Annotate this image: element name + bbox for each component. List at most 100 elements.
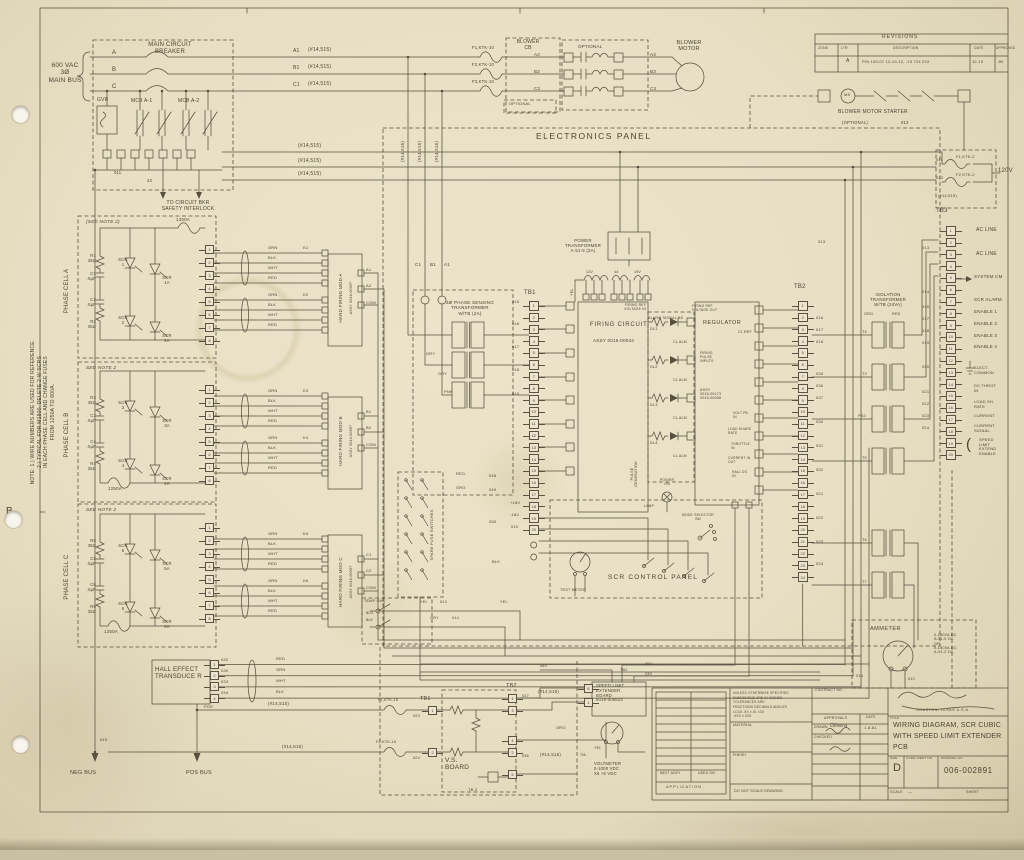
wire-label: 44 [614,270,619,274]
wire-label: 037 [816,395,824,400]
cell-b-terminals-terminal-2: 2 [199,398,220,407]
wire-label: R2 35Ω [87,319,96,329]
terminal-2: 2 [502,748,523,757]
sle-board-label: SPEED LIMIT EXTENDER BOARD 0016-005624 [596,683,625,703]
punch-hole [5,511,22,528]
wire-label: 016 [512,321,520,326]
tb1-terminal-17: 17 [523,489,544,500]
wire-label: MODE SELECTOR SW [682,513,714,521]
wire-label: DL3 [650,403,658,407]
wire-label: 034 [221,690,229,695]
wire-label: ( [966,436,972,453]
blower-circuit [407,51,705,291]
tb2-terminal-18: 18 [792,501,813,512]
wire-label: WHT [268,265,278,270]
wire-label: ENABLE 2 [974,321,998,326]
blower-motor-symbol [675,62,705,92]
vs-board-area [470,664,750,783]
tb1-terminal-14: 14 [523,454,544,464]
wire-label: 048 [489,473,497,478]
wire-label: 022 [922,401,930,406]
wire-label: ASSY 0016-00173 0016-00098 [700,388,722,401]
wire-label: FIRING REF VOLTAGE IN [624,303,646,311]
firing-circuit-label: FIRING CIRCUIT [590,322,648,328]
wire-label: 017 [512,344,520,349]
spare-fuse-switches [404,478,429,581]
wire-label: A1 [366,267,372,272]
wire-label: BLU [366,611,374,615]
size-value: D [893,762,902,774]
wire-label: SCR 6A [162,619,172,629]
wire-label: TB2 [506,683,517,689]
wire-label: (#14,515) [298,171,322,177]
wire-label: A1 [444,262,450,267]
wire-label: BLK [276,689,285,694]
wire-label: CL ALM [673,454,687,458]
terminal-1: 1 [578,698,599,707]
date-label: DATE [866,715,876,719]
wire-label: 019 [512,391,520,396]
wire-label: 12V [586,270,593,274]
junction-dots-and-arrows [91,55,972,762]
wire-label: SEE NOTE 2 [86,508,117,513]
tb3-terminal-14: 14 [940,379,961,389]
wire-label: F2,KTK-15 [376,740,397,744]
neg-bus-label: NEG BUS [70,770,97,776]
wire-label: B2 [366,425,372,430]
wire-label: 050 [645,662,652,666]
approval-signature-marks [825,727,851,752]
wire-label: 036 [522,754,529,758]
wire-label: CL ALM [673,340,687,344]
tb2-terminal-22: 22 [792,548,813,559]
wire-label: TM- [580,753,587,757]
tb2-terminal-11: 11 [792,419,813,429]
drawn-date: 1-8-81 [864,725,877,730]
wire-label: C3 [650,86,657,91]
wire-label: 15V [634,270,641,274]
power-transformer [574,151,652,303]
bottom-buses [377,596,870,681]
tb3-terminal-1: 1 [940,226,961,236]
isolation-transformer [811,239,939,649]
revisions-title: REVISIONS [882,34,919,40]
control-fuse-dashed-box [935,149,997,209]
wire-label: R1 35Ω [87,253,96,263]
wire-label: B1 [430,262,436,267]
cell-b-terminals-terminal-1: 1 [199,385,220,394]
wire-label: SCR 2A [162,333,172,343]
cell-b-terminals-terminal-8: 8 [199,476,220,485]
tb3-terminal-13: 13 [940,367,961,378]
revisions-col-date: DATE [974,46,984,50]
wire-label: 014 [452,616,459,620]
wire-label: B [112,67,117,73]
tb3-terminal-9: 9 [940,320,961,330]
vs-board-label: V.S. BOARD [445,757,470,772]
wire-label: 013 [440,600,447,604]
cell-c-terminals-terminal-8: 8 [199,614,220,623]
tb1-terminal-13: 13 [523,442,544,453]
tb1-terminal-19: 19 [523,513,544,523]
drawing-title-line1: WIRING DIAGRAM, SCR CUBIC [893,722,1002,729]
wire-label: C2 [366,568,372,573]
revisions-col-appr: APPROVED [996,46,1016,50]
cell-c-terminals-terminal-3: 3 [199,549,220,558]
tb1-terminal-2: 2 [523,312,544,323]
temp-switch [369,603,521,657]
wire-label: 011 [936,157,943,162]
wire-label: 017 [922,316,930,321]
wire-label: BLK [268,445,277,450]
wire-label: 013 [818,239,826,244]
drawing-no-label: DRAWING NO [941,756,963,760]
wire-label: COM [366,585,376,590]
tb2-terminal-4: 4 [792,336,813,346]
mod-output-trunks [377,272,385,649]
wire-label: COM [366,300,376,305]
punch-hole [12,736,29,753]
cell-a-terminals-terminal-8: 8 [199,336,220,345]
blower-optional-sub-box [503,99,557,114]
revision-row-desc: P/N 143-07 12-19-12, -13 724 224 [862,59,930,64]
wire-label: GRY [426,351,436,356]
cell-b-terminals-terminal-7: 7 [199,463,220,472]
wire-label: SCR 4 [118,458,128,468]
